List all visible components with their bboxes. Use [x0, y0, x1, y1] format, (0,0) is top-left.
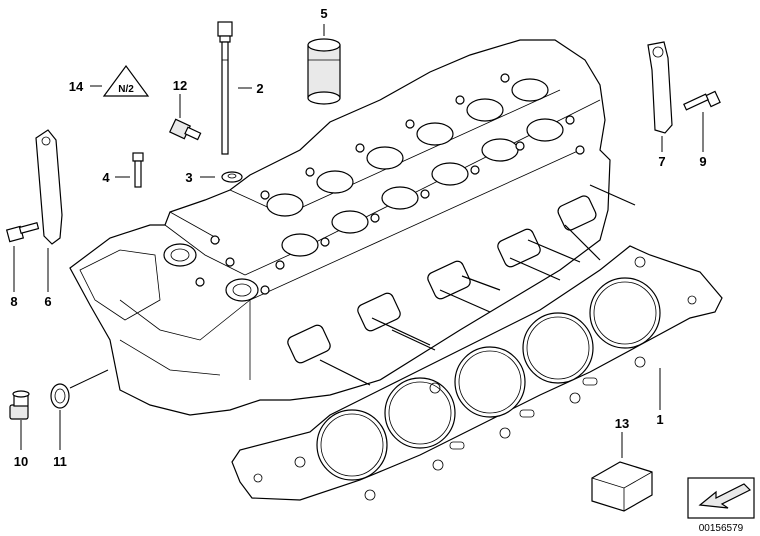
kit-box — [591, 461, 653, 512]
temp-sensor — [168, 118, 202, 141]
screw-4 — [132, 152, 144, 188]
callout-9: 9 — [699, 154, 706, 169]
callout-13: 13 — [615, 416, 629, 431]
callout-12: 12 — [173, 78, 187, 93]
sealing-ring — [50, 383, 70, 409]
head-gasket — [231, 245, 723, 501]
callout-5: 5 — [320, 6, 327, 21]
callout-10: 10 — [14, 454, 28, 469]
callout-11: 11 — [53, 454, 67, 469]
callout-14: 14 — [69, 79, 84, 94]
callout-7: 7 — [658, 154, 665, 169]
warning-badge-text: N/2 — [118, 84, 134, 95]
warning-triangle: N/2 — [102, 64, 150, 97]
cam-cap-bolts — [195, 73, 585, 295]
callout-2: 2 — [256, 81, 263, 96]
orientation-icon — [687, 477, 755, 519]
callout-1: 1 — [656, 412, 663, 427]
cam-journals — [163, 78, 564, 302]
bolt-9 — [683, 90, 721, 111]
exhaust-studs — [319, 184, 636, 386]
plug-10 — [9, 390, 30, 420]
leader-lines — [13, 24, 704, 458]
sleeve — [307, 38, 341, 105]
head-bolt — [217, 21, 233, 155]
bracket-6 — [35, 129, 63, 245]
callout-6: 6 — [44, 294, 51, 309]
callout-4: 4 — [102, 170, 110, 185]
callout-3: 3 — [185, 170, 192, 185]
lifting-eye — [647, 41, 673, 134]
washer — [221, 171, 243, 183]
cylinder-head — [69, 39, 636, 416]
callout-8: 8 — [10, 294, 17, 309]
exhaust-ports — [287, 195, 597, 364]
diagram-part-number: 00156579 — [699, 523, 744, 534]
callouts: 1 2 3 4 5 6 7 8 9 10 11 12 13 14 — [10, 6, 706, 469]
bolt-8 — [5, 222, 40, 243]
